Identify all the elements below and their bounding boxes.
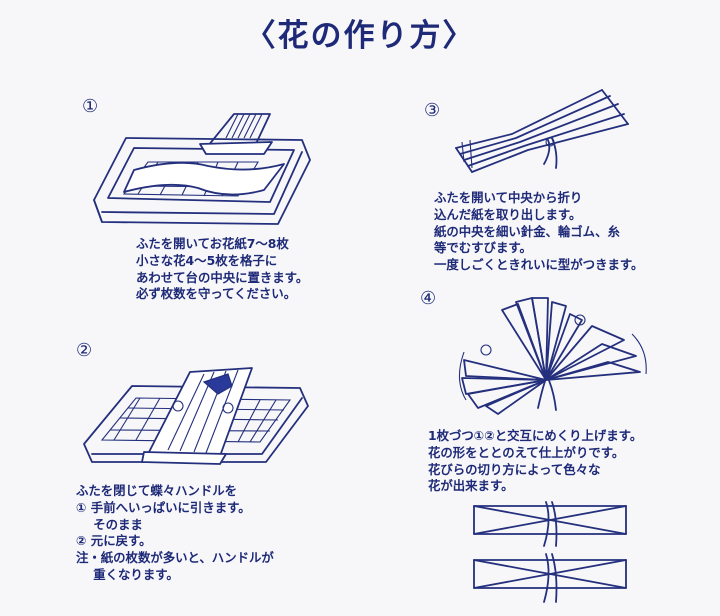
step-4-line: 1枚づつ①②と交互にめくり上げます。 bbox=[428, 428, 643, 443]
step-1-line: 小さな花4〜5枚を格子に bbox=[136, 252, 278, 268]
step-1-line: ふたを開いてお花紙7〜8枚 bbox=[136, 236, 289, 251]
step-4-line: 花びらの切り方によって色々な bbox=[428, 461, 601, 477]
step-2-line: そのまま bbox=[76, 516, 143, 532]
step-3-illustration bbox=[452, 82, 642, 182]
step-2-text: ふたを閉じて蝶々ハンドルを ① 手前へいっぱいに引きます。 そのまま ② 元に戻… bbox=[76, 483, 274, 584]
step-1-number: ① bbox=[82, 96, 99, 117]
step-4-number: ④ bbox=[420, 288, 437, 309]
bundle-illustration bbox=[466, 498, 636, 614]
step-4-line: 花が出来ます。 bbox=[428, 478, 514, 494]
step-2-line: 注・紙の枚数が多いと、ハンドルが bbox=[76, 550, 274, 566]
page-title: 〈花の作り方〉 bbox=[244, 18, 476, 54]
step-1-line: あわせて台の中央に置きます。 bbox=[136, 269, 309, 285]
step-3-number: ③ bbox=[424, 100, 441, 121]
step-4-line: 花の形をととのえて仕上がりです。 bbox=[428, 444, 625, 460]
step-3-line: 紙の中央を細い針金、輪ゴム、糸 bbox=[434, 223, 620, 239]
step-2-line: ふたを閉じて蝶々ハンドルを bbox=[76, 483, 238, 498]
step-4-text: 1枚づつ①②と交互にめくり上げます。 花の形をととのえて仕上がりです。 花びらの… bbox=[428, 428, 642, 495]
step-3-line: ふたを開いて中央から折り bbox=[434, 190, 583, 205]
step-2-line: ① 手前へいっぱいに引きます。 bbox=[76, 499, 251, 515]
step-2-number: ② bbox=[76, 340, 93, 361]
step-3-line: 込んだ紙を取り出します。 bbox=[434, 206, 582, 222]
step-1-text: ふたを開いてお花紙7〜8枚 小さな花4〜5枚を格子に あわせて台の中央に置きます… bbox=[136, 236, 308, 303]
step-2-line: ② 元に戻す。 bbox=[76, 533, 152, 549]
step-2-line: 重くなります。 bbox=[76, 566, 179, 582]
step-2-illustration bbox=[80, 352, 320, 472]
step-4-illustration bbox=[452, 290, 662, 418]
step-3-line: 一度しごくときれいに型がつきます。 bbox=[434, 257, 644, 273]
step-1-line: 必ず枚数を守ってください。 bbox=[136, 286, 297, 302]
step-3-line: 等でむすびます。 bbox=[434, 240, 532, 256]
step-3-text: ふたを開いて中央から折り 込んだ紙を取り出します。 紙の中央を細い針金、輪ゴム、… bbox=[434, 190, 643, 274]
step-1-illustration bbox=[88, 108, 318, 230]
